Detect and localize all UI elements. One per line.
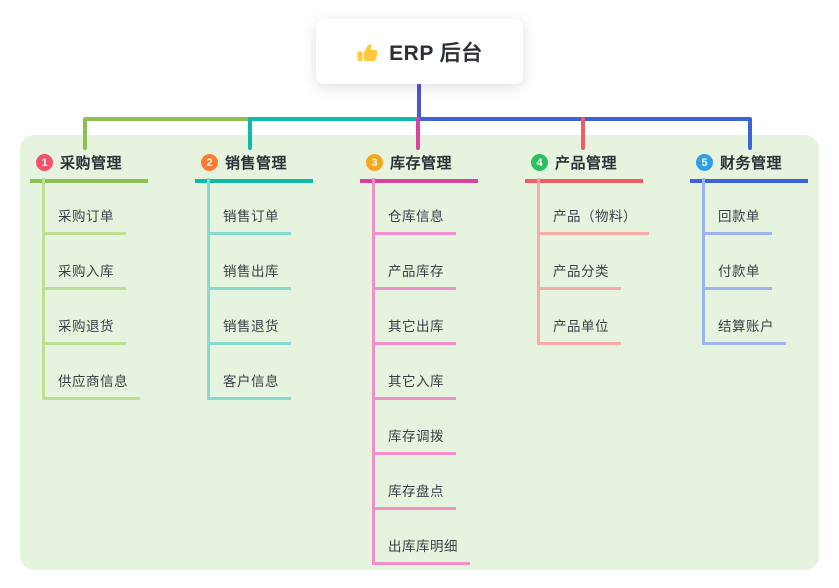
child-connector-line xyxy=(537,178,540,342)
child-node[interactable]: 库存调拨 xyxy=(372,416,456,455)
child-node[interactable]: 其它入库 xyxy=(372,361,456,400)
child-node[interactable]: 回款单 xyxy=(702,196,772,235)
branch-drop-connector xyxy=(83,117,87,150)
child-node[interactable]: 客户信息 xyxy=(207,361,291,400)
branch-label: 库存管理 xyxy=(390,155,453,172)
bus-connector-green xyxy=(84,117,251,121)
branch-title-purchase[interactable]: 1 采购管理 xyxy=(30,150,148,183)
child-node[interactable]: 销售出库 xyxy=(207,251,291,290)
badge-number-2: 2 xyxy=(201,154,218,171)
branch-drop-connector xyxy=(248,117,252,150)
root-trunk-connector xyxy=(417,83,421,119)
child-node[interactable]: 产品库存 xyxy=(372,251,456,290)
branch-label: 销售管理 xyxy=(225,155,288,172)
thumbs-up-icon xyxy=(357,43,378,61)
root-node-erp[interactable]: ERP 后台 xyxy=(316,19,523,84)
branch-title-inventory[interactable]: 3 库存管理 xyxy=(360,150,478,183)
branch-title-sales[interactable]: 2 销售管理 xyxy=(195,150,313,183)
branch-finance: 5 财务管理 回款单 付款单 结算账户 xyxy=(690,150,808,345)
branch-drop-connector xyxy=(416,117,420,150)
child-connector-line xyxy=(372,178,375,562)
child-node[interactable]: 产品单位 xyxy=(537,306,621,345)
child-node[interactable]: 产品分类 xyxy=(537,251,621,290)
badge-number-1: 1 xyxy=(36,154,53,171)
branch-drop-connector xyxy=(581,117,585,150)
branch-drop-connector xyxy=(748,117,752,150)
child-node[interactable]: 销售订单 xyxy=(207,196,291,235)
child-node[interactable]: 库存盘点 xyxy=(372,471,456,510)
child-node[interactable]: 采购订单 xyxy=(42,196,126,235)
child-node[interactable]: 其它出库 xyxy=(372,306,456,345)
child-node[interactable]: 采购退货 xyxy=(42,306,126,345)
bus-connector-teal xyxy=(248,117,419,121)
branch-product: 4 产品管理 产品（物料） 产品分类 产品单位 xyxy=(525,150,649,345)
badge-number-5: 5 xyxy=(696,154,713,171)
child-node[interactable]: 供应商信息 xyxy=(42,361,140,400)
badge-number-3: 3 xyxy=(366,154,383,171)
child-node[interactable]: 付款单 xyxy=(702,251,772,290)
branch-title-finance[interactable]: 5 财务管理 xyxy=(690,150,808,183)
root-node-label: ERP 后台 xyxy=(389,41,483,65)
branch-label: 财务管理 xyxy=(720,155,783,172)
branch-inventory: 3 库存管理 仓库信息 产品库存 其它出库 其它入库 库存调拨 库存盘点 出库库… xyxy=(360,150,478,565)
child-node[interactable]: 销售退货 xyxy=(207,306,291,345)
branch-sales: 2 销售管理 销售订单 销售出库 销售退货 客户信息 xyxy=(195,150,313,400)
child-node[interactable]: 采购入库 xyxy=(42,251,126,290)
branch-purchase: 1 采购管理 采购订单 采购入库 采购退货 供应商信息 xyxy=(30,150,148,400)
branch-label: 采购管理 xyxy=(60,155,123,172)
child-connector-line xyxy=(702,178,705,342)
child-node[interactable]: 结算账户 xyxy=(702,306,786,345)
child-node[interactable]: 仓库信息 xyxy=(372,196,456,235)
branch-title-product[interactable]: 4 产品管理 xyxy=(525,150,643,183)
child-node[interactable]: 产品（物料） xyxy=(537,196,649,235)
badge-number-4: 4 xyxy=(531,154,548,171)
child-node[interactable]: 出库库明细 xyxy=(372,526,470,565)
branches-background-panel xyxy=(20,135,819,570)
branch-label: 产品管理 xyxy=(555,155,618,172)
